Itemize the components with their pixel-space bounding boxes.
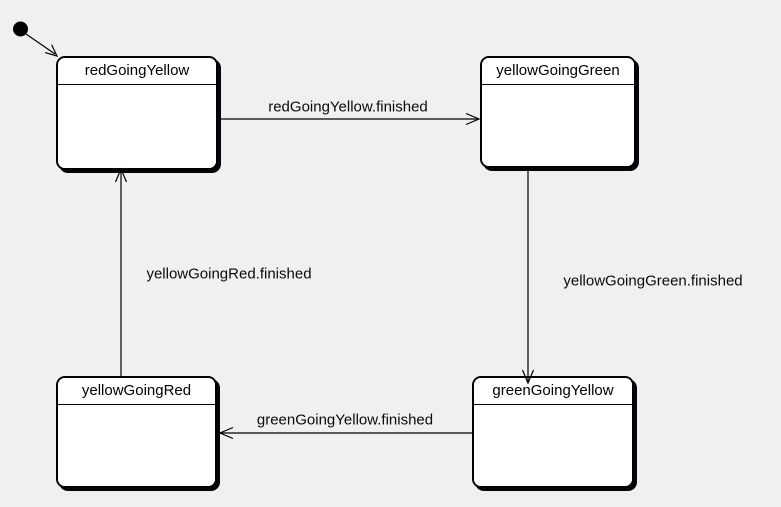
- arrowhead-up-icon: [114, 167, 128, 183]
- transition-label-redGoingYellow-finished: redGoingYellow.finished: [268, 98, 428, 116]
- initial-transition-line: [25, 33, 56, 55]
- arrowhead-right-icon: [465, 112, 481, 126]
- state-body: [474, 405, 632, 486]
- initial-state-dot: [13, 21, 28, 37]
- state-yellowGoingGreen: yellowGoingGreen: [480, 56, 636, 168]
- state-body: [482, 85, 634, 166]
- state-title-yellowGoingGreen: yellowGoingGreen: [482, 58, 634, 85]
- transition-label-greenGoingYellow-finished: greenGoingYellow.finished: [256, 411, 434, 429]
- state-body: [58, 405, 215, 486]
- state-body: [58, 85, 216, 168]
- state-greenGoingYellow: greenGoingYellow: [472, 376, 634, 488]
- state-title-redGoingYellow: redGoingYellow: [58, 58, 216, 85]
- state-redGoingYellow: redGoingYellow: [56, 56, 218, 170]
- transition-label-yellowGoingGreen-finished: yellowGoingGreen.finished: [563, 272, 743, 290]
- state-title-greenGoingYellow: greenGoingYellow: [474, 378, 632, 405]
- state-title-yellowGoingRed: yellowGoingRed: [58, 378, 215, 405]
- initial-transition-arrowhead-icon: [45, 44, 59, 57]
- arrowhead-left-icon: [218, 426, 234, 440]
- state-yellowGoingRed: yellowGoingRed: [56, 376, 217, 488]
- transition-label-yellowGoingRed-finished: yellowGoingRed.finished: [146, 265, 312, 283]
